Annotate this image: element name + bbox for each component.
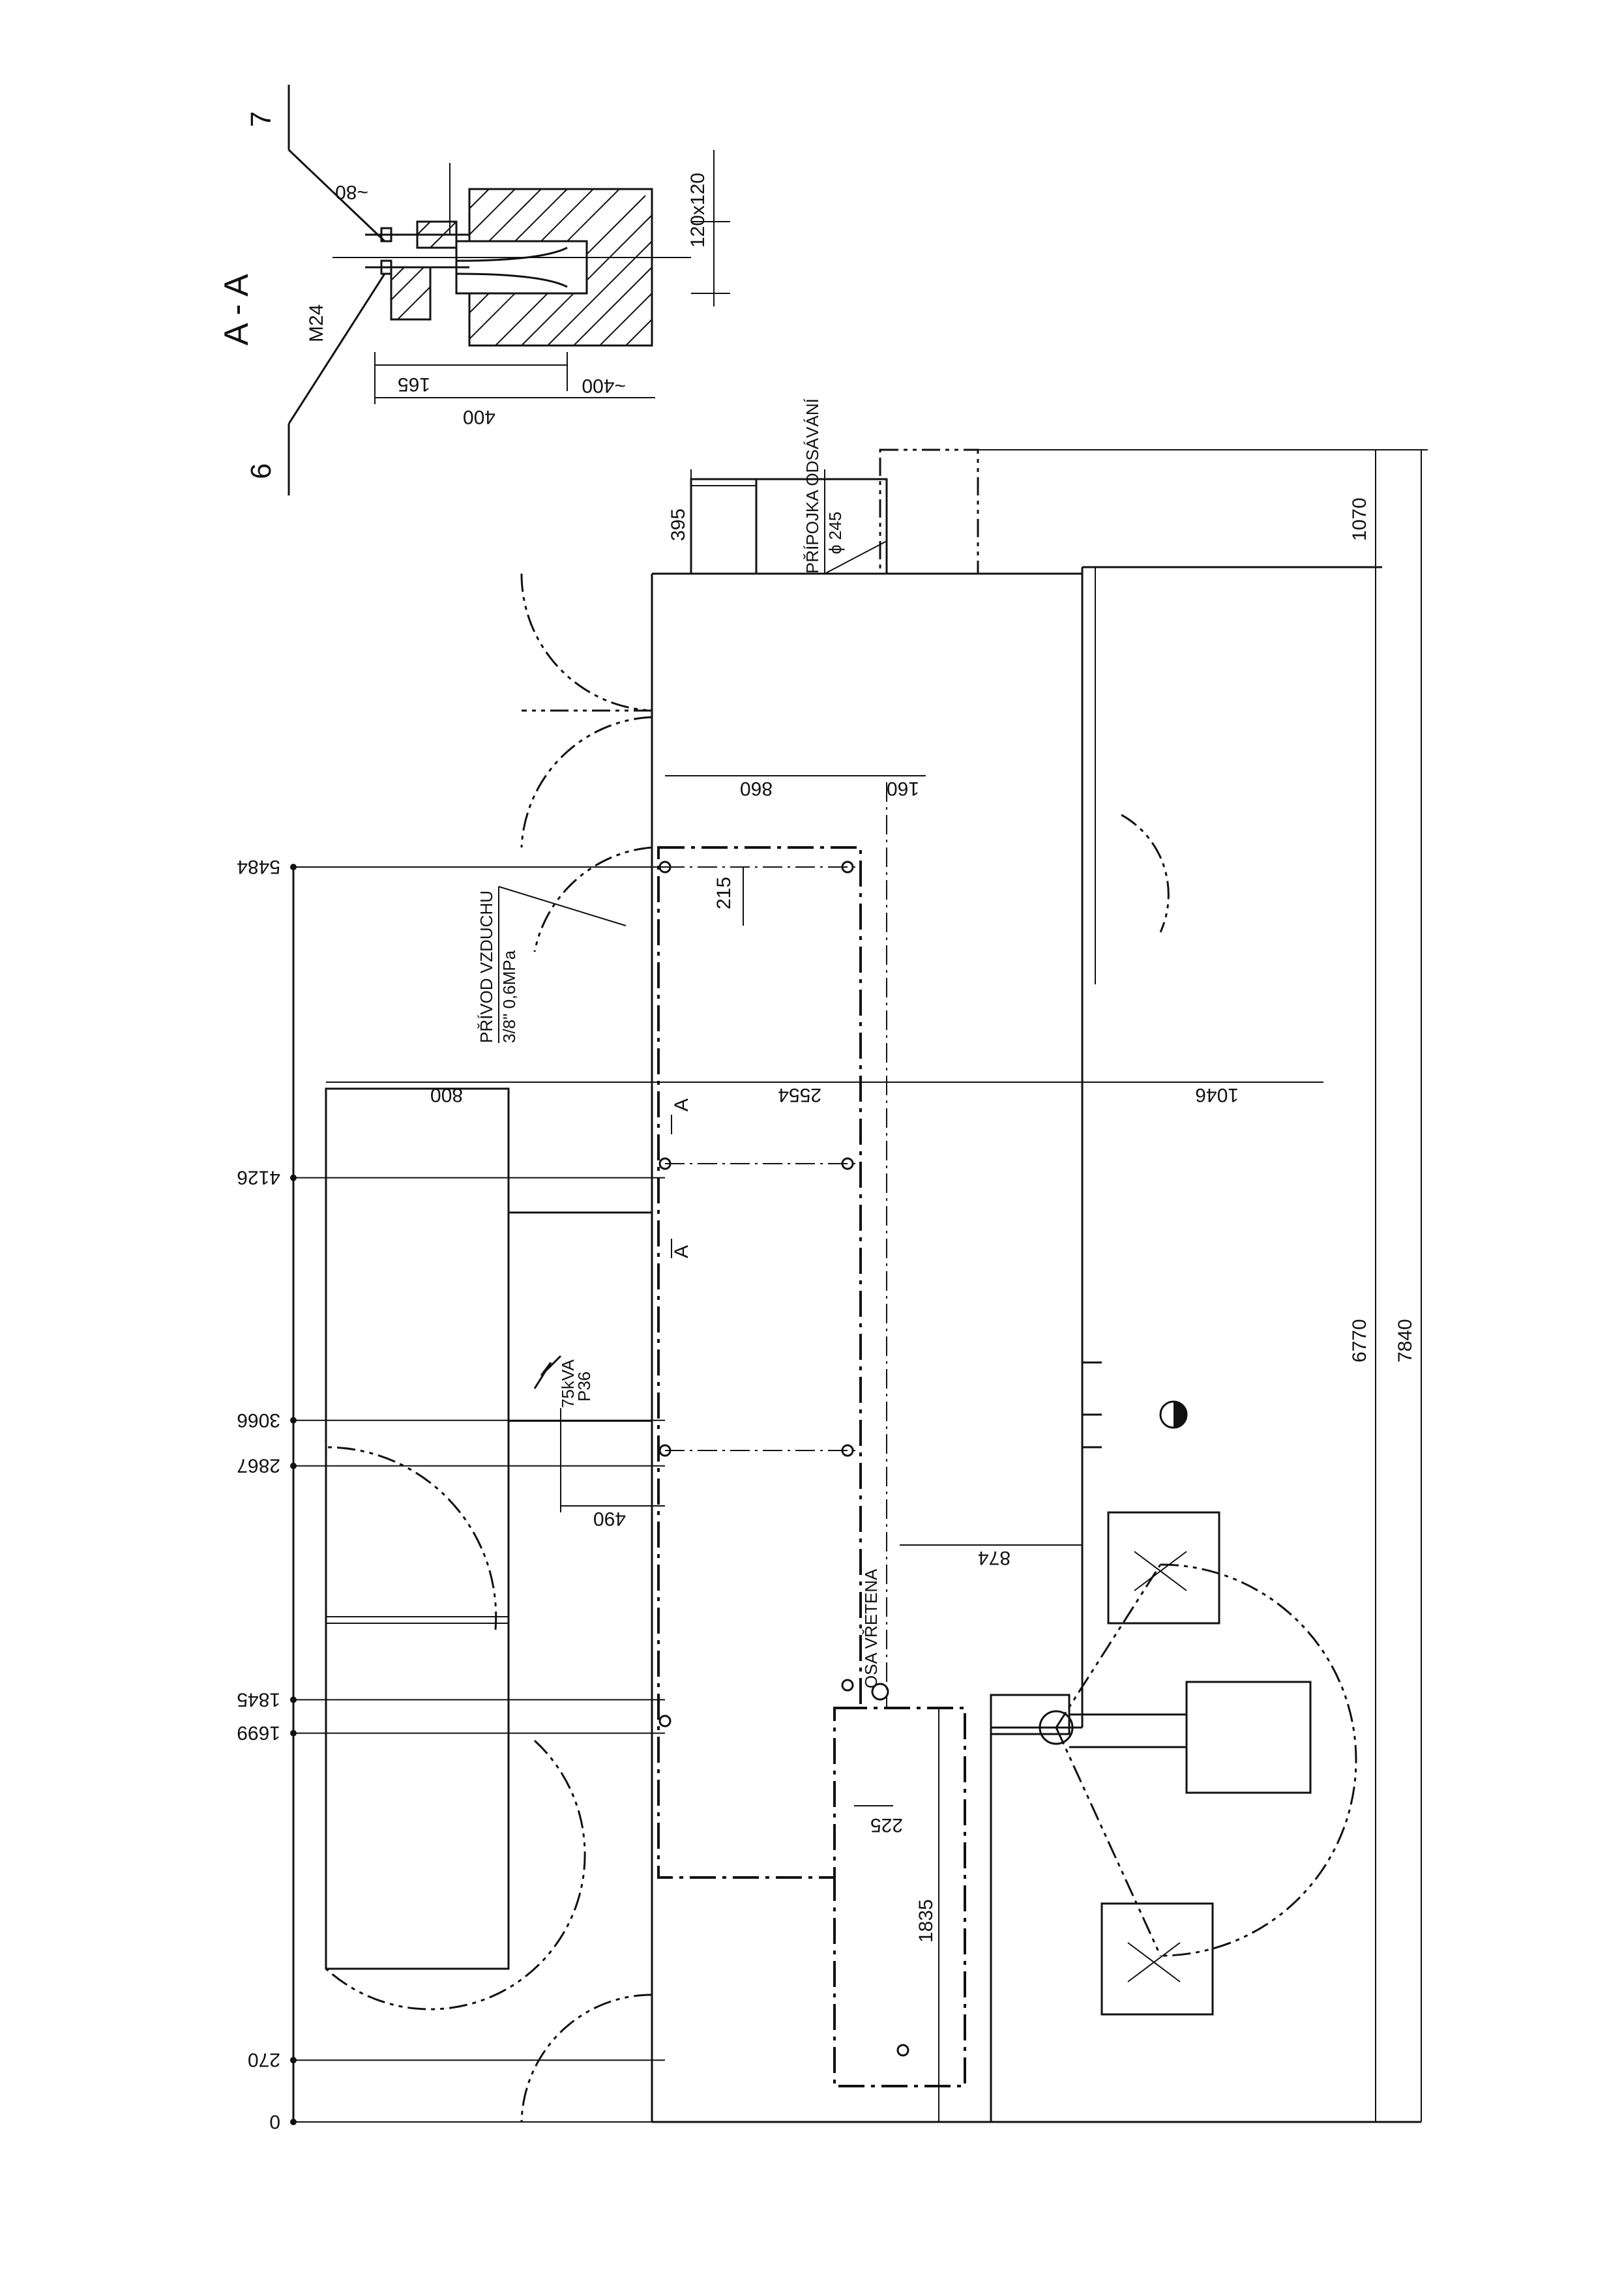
- ruler-label: 3066: [237, 1409, 280, 1431]
- ruler-tick: [290, 1174, 297, 1181]
- ruler-tick: [290, 2119, 297, 2125]
- dim-120x120: 120x120: [687, 173, 709, 248]
- section-title: A - A: [218, 274, 256, 346]
- ruler-label: 1845: [237, 1688, 280, 1710]
- dim-400-approx: ~400: [582, 375, 626, 396]
- ruler-tick: [290, 1696, 297, 1703]
- ruler-tick: [290, 864, 297, 870]
- power-kva: 75kVA: [558, 1359, 578, 1408]
- dim-165: 165: [398, 374, 430, 395]
- dim-400: 400: [463, 406, 495, 428]
- ruler-label: 4126: [237, 1167, 280, 1188]
- ruler-label: 5484: [237, 856, 280, 877]
- main-plan: 0 270 1699 1845 2867 3066 4126 5484 PŘÍPOJKA OD…: [237, 398, 1428, 2132]
- door-swings: [325, 573, 1170, 2123]
- dim-6770: 6770: [1349, 1319, 1370, 1362]
- ruler-tick: [290, 1417, 297, 1424]
- ruler-label: 270: [248, 2049, 280, 2070]
- dim-7840: 7840: [1395, 1319, 1416, 1362]
- ruler-tick: [290, 2057, 297, 2064]
- power-label: 75kVA P36: [533, 1355, 594, 1512]
- dim-1835: 1835: [915, 1899, 937, 1943]
- exhaust-label: PŘÍPOJKA ODSÁVÁNÍ ϕ 245: [803, 398, 887, 574]
- dim-395: 395: [668, 508, 689, 541]
- callout-7-label: 7: [245, 111, 277, 127]
- air-supply-title: PŘÍVOD VZDUCHU: [477, 890, 496, 1043]
- air-supply-label: PŘÍVOD VZDUCHU 3/8" 0,6MPa: [477, 886, 627, 1043]
- machine-footprint: [657, 846, 862, 1879]
- ruler-tick: [290, 1462, 297, 1469]
- ruler-marks: 0 270 1699 1845 2867 3066 4126 5484: [237, 856, 665, 2132]
- dim-490: 490: [593, 1508, 626, 1529]
- spindle-axis-label: OSA VŘETENA: [861, 1568, 881, 1688]
- dim-225: 225: [870, 1814, 903, 1836]
- dim-2554: 2554: [778, 1084, 821, 1106]
- section-mark-a1: A: [671, 1098, 692, 1111]
- ruler-label: 2867: [237, 1455, 280, 1477]
- section-mark-a2: A: [671, 1245, 692, 1258]
- callout-6-label: 6: [245, 464, 277, 479]
- dim-800: 800: [430, 1084, 463, 1106]
- air-supply-spec: 3/8" 0,6MPa: [499, 950, 519, 1043]
- exhaust-title: PŘÍPOJKA ODSÁVÁNÍ: [803, 398, 822, 574]
- dim-80: ~80: [335, 181, 368, 203]
- exhaust-size: ϕ 245: [825, 512, 845, 554]
- spindle-axis-text: OSA VŘETENA: [861, 1568, 881, 1688]
- ruler-tick: [290, 1729, 297, 1737]
- section-detail: A - A 7 6: [218, 85, 730, 495]
- ruler-label: 1699: [237, 1722, 280, 1744]
- ruler-label: 0: [269, 2111, 280, 2132]
- bolt-size-m24: M24: [306, 304, 327, 342]
- dim-874: 874: [978, 1547, 1011, 1568]
- dim-160: 160: [887, 778, 919, 799]
- dim-1046: 1046: [1195, 1084, 1239, 1106]
- dim-860: 860: [740, 778, 773, 799]
- power-p36: P36: [574, 1372, 594, 1402]
- dim-1070: 1070: [1349, 497, 1370, 541]
- dimensions: 395 860 160 215 800 2554 1046 490 874 22…: [326, 449, 1428, 2122]
- dim-215: 215: [713, 877, 735, 909]
